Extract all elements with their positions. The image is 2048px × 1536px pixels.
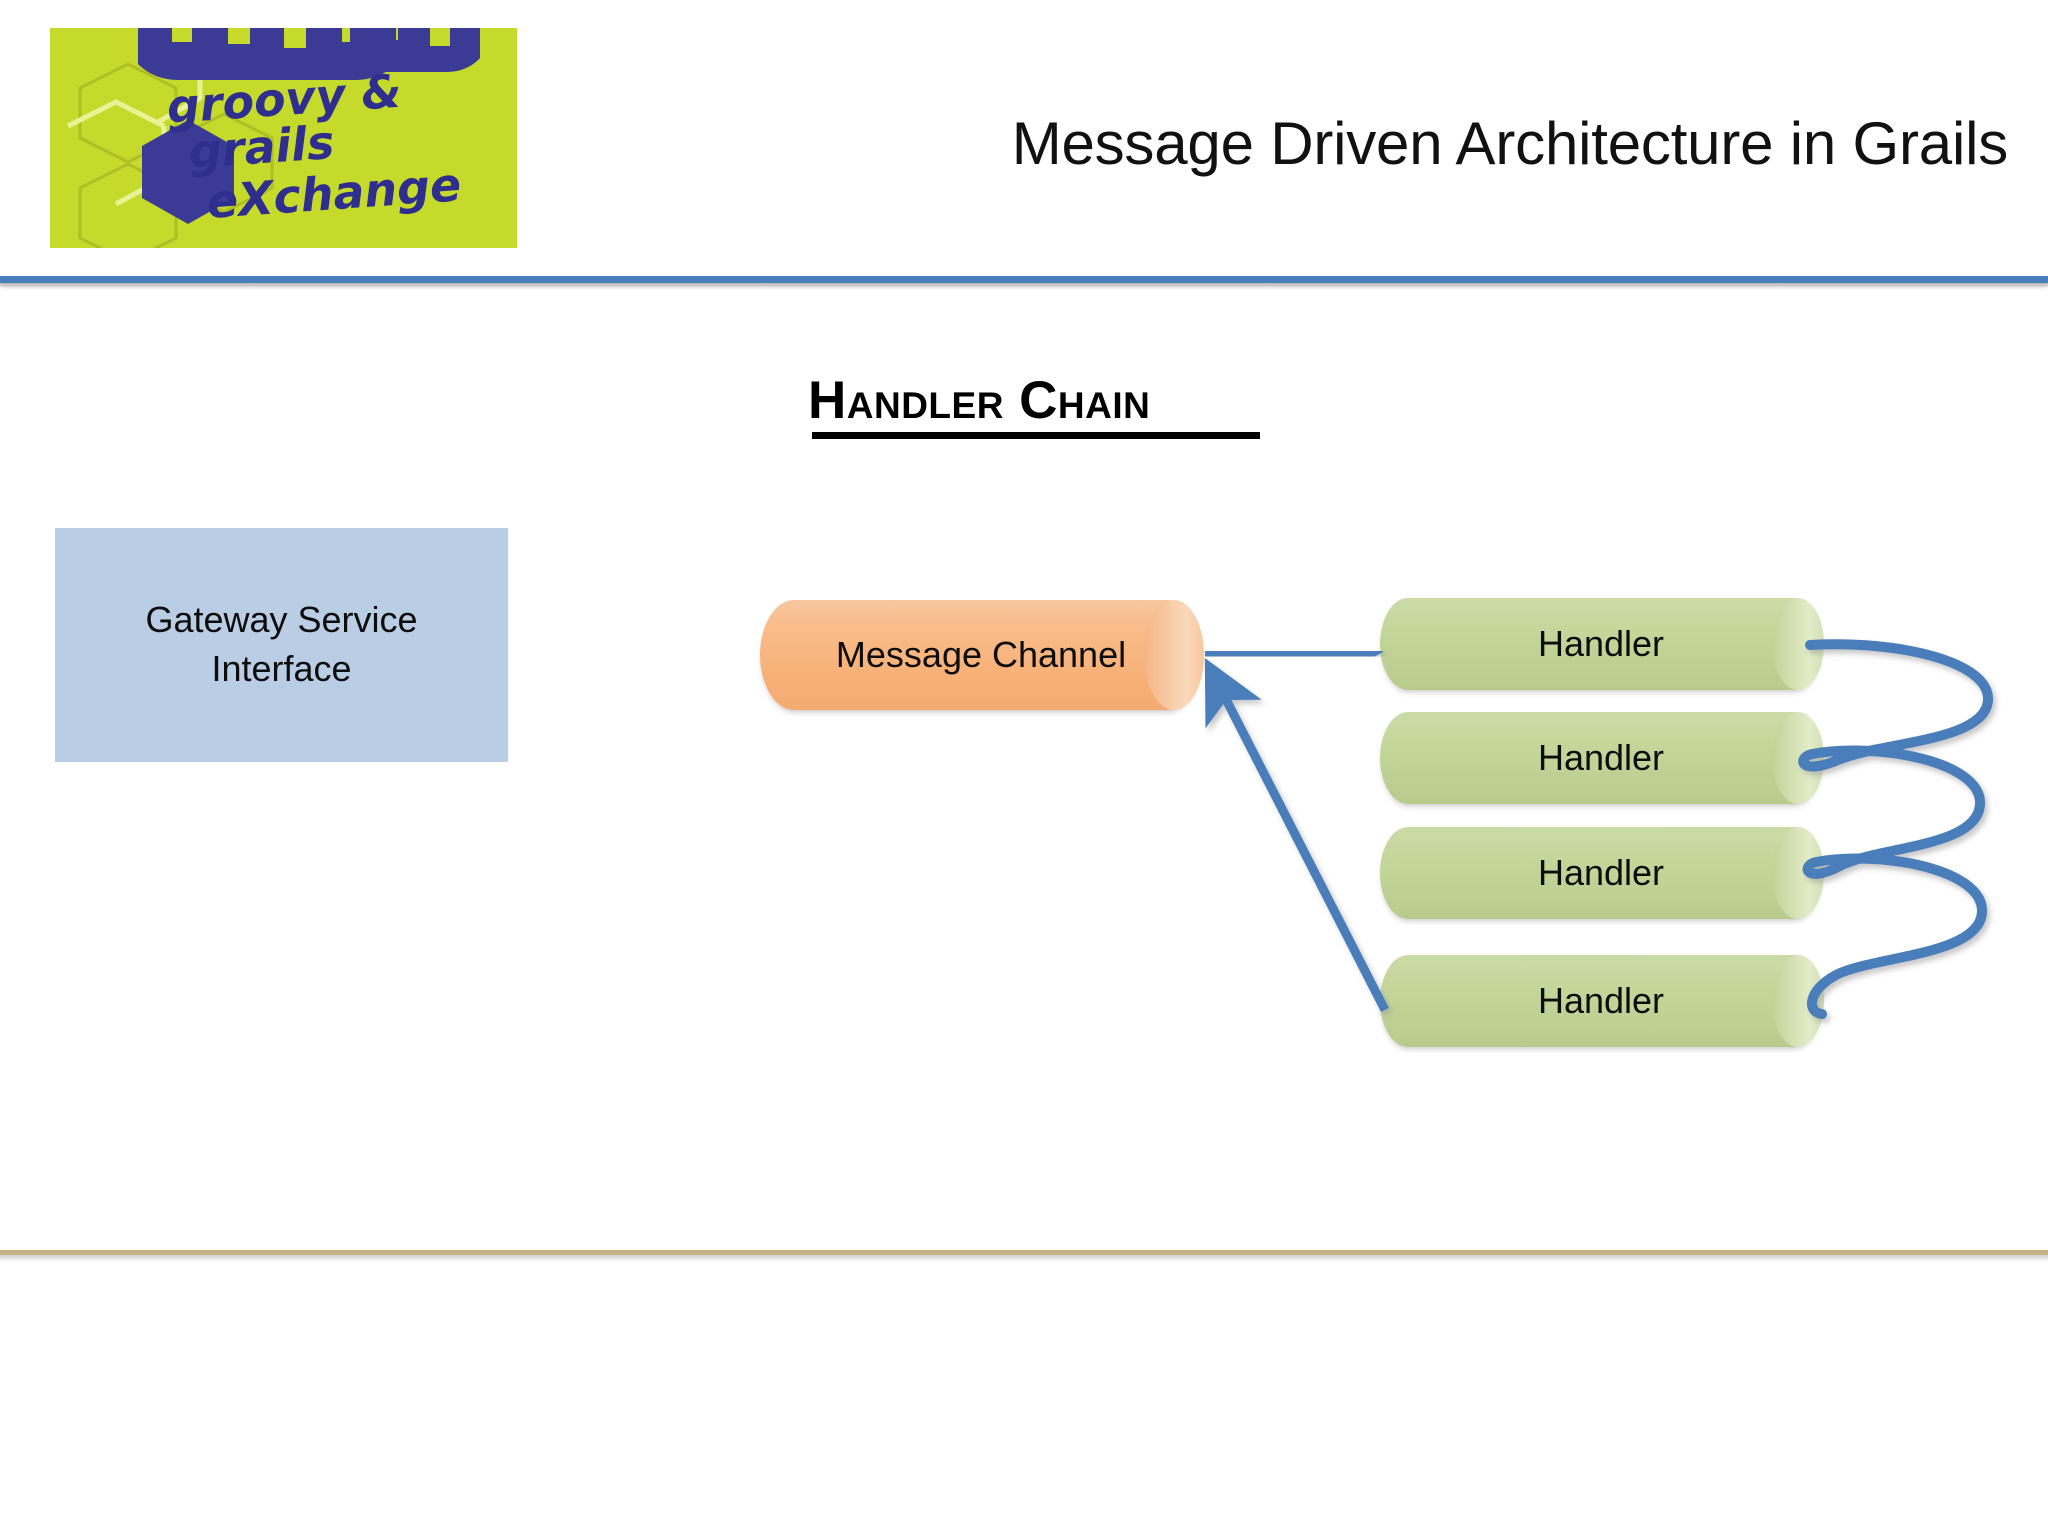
header-divider [0,276,2048,283]
gateway-label-line1: Gateway Service [145,599,418,641]
handler-cylinder-3: Handler [1380,827,1824,919]
handler-4-body [1380,955,1822,1047]
handler-4-label: Handler [1537,980,1665,1021]
message-channel-label: Message Channel [835,634,1127,675]
handler-1-label: Handler [1537,623,1665,664]
handler-4-end-cap [1772,955,1824,1047]
handler-2-label: Handler [1537,737,1665,778]
footer-divider [0,1250,2048,1255]
footer-divider-shadow [0,1255,2048,1262]
gateway-service-interface-box: Gateway Service Interface [55,528,508,762]
handler-cylinder-1: Handler [1380,598,1824,690]
handler-3-body [1380,827,1822,919]
message-channel-body [760,600,1202,710]
message-channel-end-cap [1144,600,1204,710]
handler-1-end-cap [1772,598,1824,690]
message-channel-cylinder: Message Channel [760,600,1204,710]
connector-handler4-channel [1204,657,1390,1013]
handler-1-body [1380,598,1822,690]
section-heading: Handler Chain [808,371,1151,430]
connector-handler-serpentine [1798,639,1993,1019]
handler-2-body [1380,712,1822,804]
header-divider-shadow [0,283,2048,288]
page-title: Message Driven Architecture in Grails [1011,110,2009,177]
groovy-grails-exchange-logo: groovy & grails eXchange [50,28,517,248]
handler-2-end-cap [1772,712,1824,804]
handler-3-end-cap [1772,827,1824,919]
svg-text:grails: grails [187,115,336,179]
gateway-label: Gateway Service Interface [145,596,417,693]
handler-cylinder-2: Handler [1380,712,1824,804]
handler-cylinder-4: Handler [1380,955,1824,1047]
gateway-label-line2: Interface [211,648,352,689]
connector-channel-handler1 [1204,621,1384,685]
handler-3-label: Handler [1537,852,1665,893]
section-heading-underline [812,432,1260,439]
